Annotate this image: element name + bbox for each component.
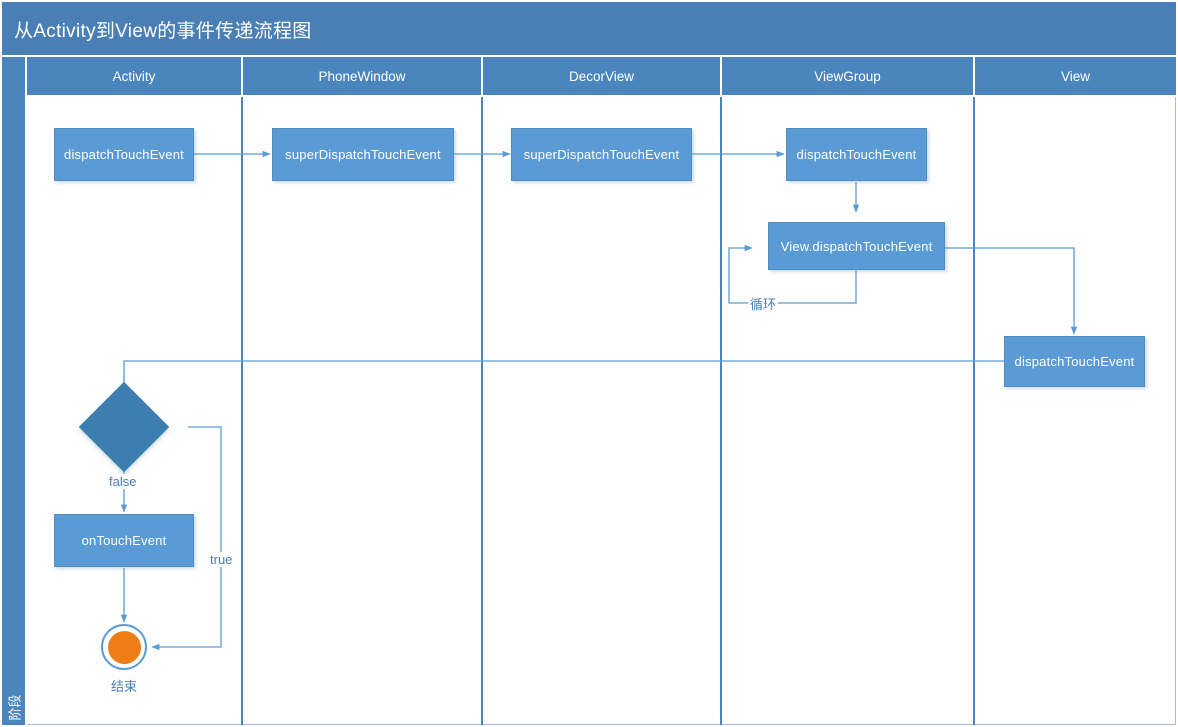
lane-separator-2 <box>481 97 483 725</box>
edge-label-false: false <box>107 474 139 489</box>
lane-header-activity: Activity <box>27 57 243 97</box>
node-phonewindow-superdispatchtouchevent[interactable]: superDispatchTouchEvent <box>272 128 454 181</box>
lane-separator-3 <box>720 97 722 725</box>
lane-header-decorview: DecorView <box>483 57 722 97</box>
end-node[interactable] <box>101 624 147 670</box>
lane-separator-1 <box>241 97 243 725</box>
node-viewgroup-view-dispatchtouchevent[interactable]: View.dispatchTouchEvent <box>768 222 945 270</box>
node-view-dispatchtouchevent[interactable]: dispatchTouchEvent <box>1004 336 1145 387</box>
edge-label-true: true <box>208 552 235 567</box>
node-decorview-superdispatchtouchevent[interactable]: superDispatchTouchEvent <box>511 128 692 181</box>
phase-band-label: 阶段 <box>7 694 23 721</box>
node-activity-ontouchevent[interactable]: onTouchEvent <box>54 514 194 567</box>
phase-band: 阶段 <box>2 57 27 725</box>
node-viewgroup-dispatchtouchevent[interactable]: dispatchTouchEvent <box>786 128 927 181</box>
lane-separator-4 <box>973 97 975 725</box>
lane-header-viewgroup: ViewGroup <box>722 57 975 97</box>
end-node-label: 结束 <box>110 679 137 694</box>
node-activity-dispatchtouchevent[interactable]: dispatchTouchEvent <box>54 128 194 181</box>
lane-header-phonewindow: PhoneWindow <box>243 57 483 97</box>
end-node-fill <box>107 630 141 664</box>
edge-label-loop: 循环 <box>748 294 779 313</box>
page-title: 从Activity到View的事件传递流程图 <box>14 21 312 42</box>
diagram-title-bar: 从Activity到View的事件传递流程图 <box>2 2 1176 57</box>
lane-header-view: View <box>975 57 1176 97</box>
